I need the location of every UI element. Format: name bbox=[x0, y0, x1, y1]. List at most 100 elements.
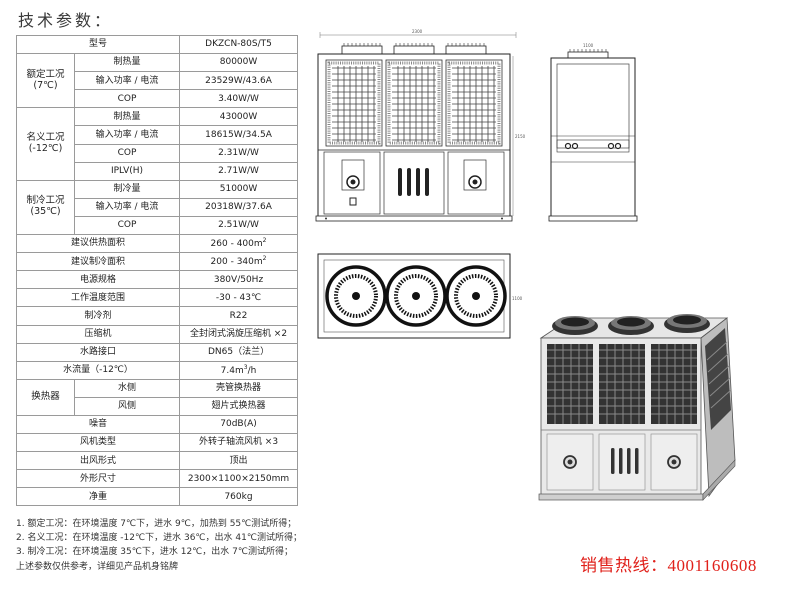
group-condition: (7℃) bbox=[33, 79, 58, 91]
compressor-label: 压缩机 bbox=[15, 324, 181, 344]
cool-area-value: 200 - 340m2 bbox=[179, 252, 299, 272]
table-row: 出风形式 顶出 bbox=[15, 451, 299, 471]
cooling-group-label: 制冷工况 (35℃) bbox=[16, 179, 75, 236]
front-view-drawing: 2300 2150 bbox=[315, 29, 526, 222]
heat-area-value: 260 - 400m2 bbox=[179, 234, 299, 254]
size-label: 外形尺寸 bbox=[15, 469, 181, 489]
temp-range-label: 工作温度范围 bbox=[15, 288, 181, 308]
rated-heat-label: 制热量 bbox=[73, 53, 181, 73]
nominal-iplv-label: IPLV(H) bbox=[73, 161, 181, 181]
note-line: 1. 额定工况：在环境温度 7℃下，进水 9℃，加热到 55℃测试所得； bbox=[16, 519, 297, 529]
table-row: IPLV(H) 2.71W/W bbox=[17, 161, 299, 181]
table-row: 型号 DKZCN-80S/T5 bbox=[15, 34, 299, 55]
hx-air-label: 风侧 bbox=[73, 396, 181, 416]
noise-value: 70dB(A) bbox=[179, 414, 299, 435]
superscript: 3 bbox=[243, 363, 248, 371]
table-row: 外形尺寸 2300×1100×2150mm bbox=[15, 469, 299, 489]
model-label: 型号 bbox=[15, 34, 181, 55]
unit-3d-illustration bbox=[538, 314, 736, 501]
nominal-heat-value: 43000W bbox=[179, 107, 299, 127]
power-label: 电源规格 bbox=[15, 270, 181, 290]
flow-label: 水流量（-12℃） bbox=[15, 360, 181, 380]
sales-hotline: 销售热线：4001160608 bbox=[580, 551, 757, 576]
top-depth-dimension: 1100 bbox=[512, 296, 523, 301]
front-height-dimension: 2150 bbox=[515, 134, 526, 139]
fan-guard-icon bbox=[608, 316, 654, 335]
table-row: 输入功率 / 电流 23529W/43.6A bbox=[17, 71, 299, 91]
rated-cop-value: 3.40W/W bbox=[179, 89, 299, 109]
note-line: 上述参数仅供参考，详细见产品机身铭牌 bbox=[16, 561, 179, 572]
table-row: 额定工况 (7℃) 制热量 80000W bbox=[16, 53, 299, 109]
nominal-input-value: 18615W/34.5A bbox=[179, 125, 299, 145]
table-row: 制冷工况 (35℃) 制冷量 51000W bbox=[16, 179, 299, 236]
outlet-value: 顶出 bbox=[179, 451, 299, 471]
nominal-heat-label: 制热量 bbox=[73, 107, 181, 127]
table-row: 风机类型 外转子轴流风机 ×3 bbox=[15, 433, 299, 453]
table-row: 风侧 翅片式换热器 bbox=[17, 396, 299, 416]
unit-text: /h bbox=[247, 365, 257, 376]
table-row: COP 2.51W/W bbox=[17, 215, 299, 236]
fan-top-icon bbox=[325, 265, 387, 327]
nominal-input-label: 输入功率 / 电流 bbox=[73, 125, 181, 145]
rated-input-label: 输入功率 / 电流 bbox=[73, 71, 181, 91]
group-condition: (35℃) bbox=[30, 206, 61, 218]
refrigerant-label: 制冷剂 bbox=[15, 306, 181, 326]
table-row: 建议制冷面积 200 - 340m2 bbox=[15, 252, 299, 272]
value-text: 7.4m bbox=[220, 365, 244, 376]
note-line: 3. 制冷工况：在环境温度 35℃下，进水 12℃，出水 7℃测试所得； bbox=[16, 547, 293, 558]
table-row: COP 3.40W/W bbox=[17, 89, 299, 109]
table-row: 建议供热面积 260 - 400m2 bbox=[15, 234, 299, 254]
table-row: 制冷剂 R22 bbox=[15, 306, 299, 326]
table-row: 名义工况 (-12℃) 制热量 43000W bbox=[16, 107, 299, 181]
top-view-drawing: 1100 bbox=[317, 253, 523, 339]
side-view-drawing: 1100 bbox=[548, 43, 638, 222]
rated-heat-value: 80000W bbox=[179, 53, 299, 73]
model-value: DKZCN-80S/T5 bbox=[179, 34, 299, 55]
cooling-input-value: 20318W/37.6A bbox=[179, 197, 299, 217]
table-row: 压缩机 全封闭式涡旋压缩机 ×2 bbox=[15, 324, 299, 344]
table-row: 电源规格 380V/50Hz bbox=[15, 270, 299, 290]
cooling-cap-value: 51000W bbox=[179, 179, 299, 199]
noise-label: 噪音 bbox=[15, 414, 181, 435]
superscript: 2 bbox=[262, 236, 267, 244]
heat-exchanger-label: 换热器 bbox=[16, 378, 75, 416]
size-value: 2300×1100×2150mm bbox=[179, 469, 299, 489]
table-row: 工作温度范围 -30 - 43℃ bbox=[15, 288, 299, 308]
refrigerant-value: R22 bbox=[179, 306, 299, 326]
cool-area-label: 建议制冷面积 bbox=[15, 252, 181, 272]
note-line: 2. 名义工况：在环境温度 -12℃下，进水 36℃，出水 41℃测试所得； bbox=[16, 533, 302, 544]
compressor-value: 全封闭式涡旋压缩机 ×2 bbox=[179, 324, 299, 344]
rated-cop-label: COP bbox=[73, 89, 181, 109]
table-row: 输入功率 / 电流 18615W/34.5A bbox=[17, 125, 299, 145]
nominal-iplv-value: 2.71W/W bbox=[179, 161, 299, 181]
heat-area-label: 建议供热面积 bbox=[15, 234, 181, 254]
power-value: 380V/50Hz bbox=[179, 270, 299, 290]
hotline-number: 4001160608 bbox=[667, 556, 757, 575]
value-text: 260 - 400m bbox=[210, 238, 263, 249]
side-width-dimension: 1100 bbox=[583, 43, 594, 48]
group-title: 制冷工况 bbox=[26, 195, 65, 207]
fan-top-icon bbox=[445, 265, 507, 327]
cooling-input-label: 输入功率 / 电流 bbox=[73, 197, 181, 217]
fan-top-icon bbox=[385, 265, 447, 327]
fan-guard-icon bbox=[664, 314, 710, 333]
flow-value: 7.4m3/h bbox=[179, 360, 299, 380]
fan-type-label: 风机类型 bbox=[15, 433, 181, 453]
table-row: 输入功率 / 电流 20318W/37.6A bbox=[17, 197, 299, 217]
hx-water-value: 壳管换热器 bbox=[179, 378, 299, 398]
table-row: 噪音 70dB(A) bbox=[15, 414, 299, 435]
spec-table: 型号 DKZCN-80S/T5 额定工况 (7℃) 制热量 80000W 输入功… bbox=[15, 34, 299, 507]
front-width-dimension: 2300 bbox=[412, 29, 423, 34]
hx-water-label: 水侧 bbox=[73, 378, 181, 398]
cooling-cop-label: COP bbox=[73, 215, 181, 236]
rated-input-value: 23529W/43.6A bbox=[179, 71, 299, 91]
hotline-label: 销售热线： bbox=[580, 556, 668, 576]
group-condition: (-12℃) bbox=[28, 143, 63, 155]
group-title: 额定工况 bbox=[26, 68, 65, 80]
table-row: 水流量（-12℃） 7.4m3/h bbox=[15, 360, 299, 380]
weight-label: 净重 bbox=[15, 487, 181, 507]
pipe-value: DN65（法兰） bbox=[179, 342, 299, 362]
weight-value: 760kg bbox=[179, 487, 299, 507]
notes: 1. 额定工况：在环境温度 7℃下，进水 9℃，加热到 55℃测试所得； 2. … bbox=[16, 517, 302, 574]
group-title: 名义工况 bbox=[26, 132, 65, 144]
